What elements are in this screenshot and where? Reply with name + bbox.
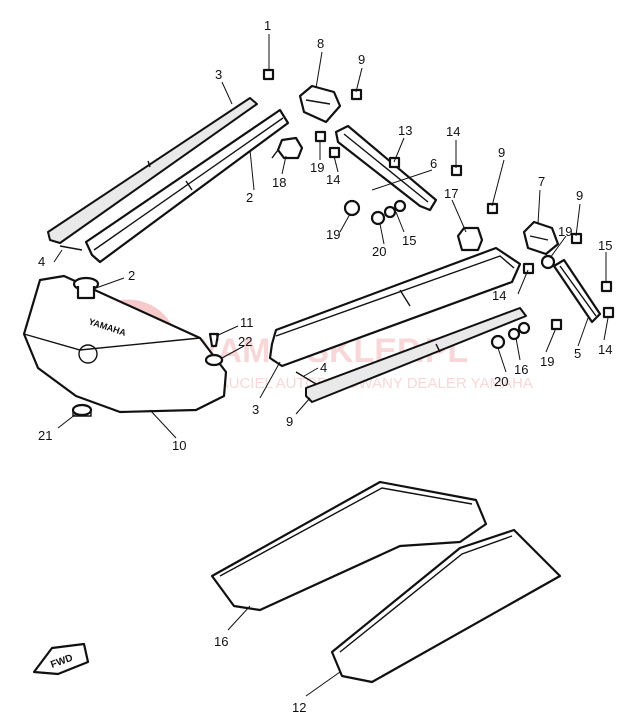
callout-numbers: 1 8 9 3 2 18 19 13 14 6 14 9 19 20 15 17… [38, 18, 612, 715]
callout-13: 16 [214, 634, 228, 649]
bracket-8 [298, 84, 342, 124]
pin-4-lower [295, 371, 317, 385]
support-5 [552, 258, 602, 324]
rail-lower-right [268, 246, 527, 403]
callout-9: 9 [576, 188, 583, 203]
callout-8: 8 [317, 36, 324, 51]
callout-20: 20 [494, 374, 508, 389]
clip-17 [456, 226, 484, 252]
callout-14: 14 [326, 172, 340, 187]
callout-12: 12 [292, 700, 306, 715]
callout-15: 14 [446, 124, 460, 139]
rail-strip-upper-left [47, 97, 258, 244]
rail-cover-lower-right [268, 246, 522, 368]
callout-16: 15 [402, 233, 416, 248]
watermark-sub-text: WAUCIEL AUTORYZOWANY DEALER YAMAHA [205, 375, 533, 392]
rail-cover-upper-left [84, 108, 290, 264]
mat-13 [210, 480, 488, 612]
callout-11: 11 [240, 315, 254, 330]
fwd-arrow-icon [32, 642, 90, 676]
callout-4: 4 [320, 360, 327, 375]
support-6 [334, 124, 438, 212]
callout-15: 15 [598, 238, 612, 253]
callout-19: 19 [310, 160, 324, 175]
callout-14: 14 [492, 288, 506, 303]
callout-9: 9 [358, 52, 365, 67]
fasteners [262, 68, 615, 350]
clip-18 [271, 136, 304, 160]
callout-9: 9 [498, 145, 505, 160]
callout-21: 21 [38, 428, 52, 443]
pin-4-upper [59, 245, 83, 251]
callout-5: 5 [574, 346, 581, 361]
rail-strip-lower-right [305, 307, 527, 403]
drain-plug-1 [72, 276, 100, 300]
callout-7: 7 [538, 174, 545, 189]
callout-19: 19 [540, 354, 554, 369]
callout-19: 19 [326, 227, 340, 242]
callout-19: 19 [558, 224, 572, 239]
callout-3: 9 [286, 414, 293, 429]
callout-2: 2 [246, 190, 253, 205]
leader-lines [53, 34, 609, 697]
screw-11 [208, 332, 220, 348]
callout-4: 4 [38, 254, 45, 269]
callout-10: 10 [172, 438, 186, 453]
callout-16: 16 [514, 362, 528, 377]
fwd-arrow-badge: FWD [32, 642, 90, 676]
callout-3: 3 [215, 67, 222, 82]
mat-12 [330, 528, 562, 684]
callout-9: 1 [264, 18, 271, 33]
rail-upper-left [47, 97, 290, 264]
callout-22: 22 [238, 334, 252, 349]
callout-1: 2 [128, 268, 135, 283]
callout-14: 13 [398, 123, 412, 138]
callout-20: 20 [372, 244, 386, 259]
callout-18: 18 [272, 175, 286, 190]
nut-21 [71, 403, 93, 417]
callout-14: 14 [598, 342, 612, 357]
bracket-7 [522, 220, 560, 256]
washer-22 [204, 353, 224, 367]
callout-17: 17 [444, 186, 458, 201]
front-bumper: YAMAHA [22, 274, 228, 414]
callout-6: 6 [430, 156, 437, 171]
callout-2: 3 [252, 402, 259, 417]
